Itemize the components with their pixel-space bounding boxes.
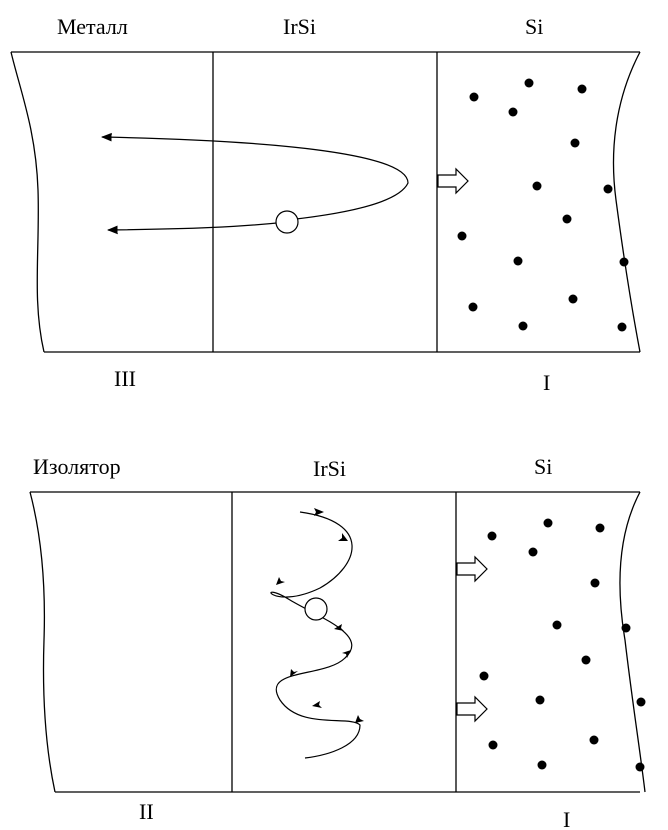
particle [544, 519, 553, 528]
particle [458, 232, 467, 241]
particle [582, 656, 591, 665]
particle [563, 215, 572, 224]
particle [519, 322, 528, 331]
bottom-injection-arrow-lower [457, 697, 487, 721]
top-region-label-right: I [543, 370, 550, 395]
bottom-region-label-right: I [563, 807, 570, 830]
trajectory-arrowhead [276, 577, 285, 585]
particle [509, 108, 518, 117]
particle [536, 696, 545, 705]
top-region-label-left: III [114, 366, 136, 391]
bottom-label-si: Si [534, 454, 552, 479]
particle [636, 763, 645, 772]
particle [622, 624, 631, 633]
particle [620, 258, 629, 267]
particle [488, 532, 497, 541]
top-hole-trajectory-forward [108, 222, 287, 230]
trajectory-arrowhead [314, 508, 324, 516]
particle [637, 698, 646, 707]
top-panel: Металл IrSi Si [11, 14, 640, 395]
particle [571, 139, 580, 148]
particle [590, 736, 599, 745]
particle [591, 579, 600, 588]
top-label-metal: Металл [57, 14, 128, 39]
particle [596, 524, 605, 533]
bottom-label-irsi: IrSi [313, 456, 346, 481]
bottom-si-particles [480, 519, 646, 772]
trajectory-arrowhead [338, 533, 348, 541]
particle [618, 323, 627, 332]
particle [538, 761, 547, 770]
bottom-frame [30, 492, 645, 792]
particle [480, 672, 489, 681]
top-label-si: Si [525, 14, 543, 39]
bottom-panel: Изолятор IrSi Si [30, 454, 646, 830]
top-frame [11, 52, 640, 352]
particle [533, 182, 542, 191]
top-injection-arrow [438, 169, 468, 193]
bottom-injection-arrow-upper [457, 557, 487, 581]
particle [489, 741, 498, 750]
particle [514, 257, 523, 266]
top-si-particles [458, 79, 629, 332]
top-hole-circle [276, 211, 298, 233]
top-hole-trajectory-returning [102, 137, 408, 220]
trajectory-arrowhead [355, 715, 364, 723]
particle [525, 79, 534, 88]
bottom-label-insulator: Изолятор [33, 454, 121, 479]
particle [553, 621, 562, 630]
bottom-hole-circle [305, 598, 327, 620]
particle [569, 295, 578, 304]
particle [578, 85, 587, 94]
particle [470, 93, 479, 102]
bottom-hole-oscillating-trajectory [271, 512, 360, 758]
trajectory-arrowhead [312, 701, 322, 708]
particle [469, 303, 478, 312]
bottom-region-label-left: II [139, 799, 154, 824]
particle [529, 548, 538, 557]
particle [604, 185, 613, 194]
top-label-irsi: IrSi [283, 14, 316, 39]
